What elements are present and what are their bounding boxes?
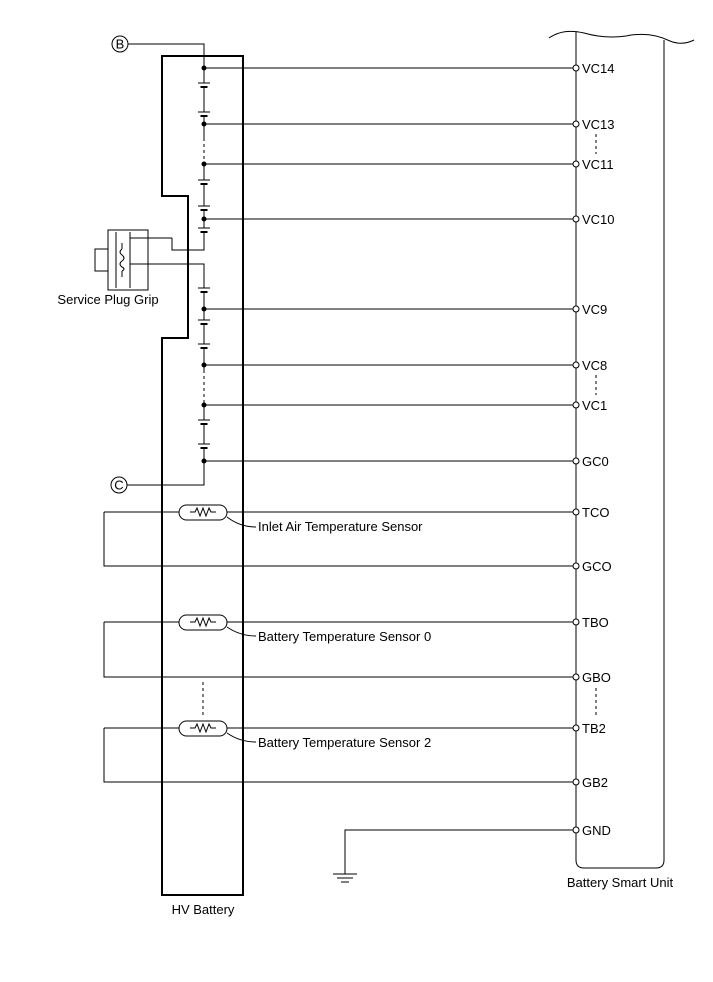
terminal-tb2: TB2 (582, 721, 606, 736)
service-plug-grip (94, 229, 172, 291)
terminal-vc1: VC1 (582, 398, 607, 413)
ground-symbol (333, 829, 573, 883)
hv-battery-label: HV Battery (172, 902, 235, 917)
terminal-vc13: VC13 (582, 117, 615, 132)
battery-temp-sensor-2-label: Battery Temperature Sensor 2 (258, 735, 431, 750)
hv-battery-outline (161, 55, 244, 896)
terminal-vc14: VC14 (582, 61, 615, 76)
smart-unit-label: Battery Smart Unit (567, 875, 674, 890)
battery-temp-sensor-0-label: Battery Temperature Sensor 0 (258, 629, 431, 644)
terminal-vc8: VC8 (582, 358, 607, 373)
tap-wires (204, 67, 573, 462)
terminal-gb2: GB2 (582, 775, 608, 790)
terminal-vc11: VC11 (582, 157, 614, 172)
connector-b-label: B (116, 37, 125, 52)
terminal-vc9: VC9 (582, 302, 607, 317)
smart-unit-outline (575, 32, 665, 869)
battery-temp-sensor-0 (103, 614, 573, 678)
terminal-tco: TCO (582, 505, 609, 520)
inlet-air-temp-sensor (103, 504, 573, 567)
terminal-tbo: TBO (582, 615, 609, 630)
junction-dots (201, 65, 207, 464)
terminal-gco: GCO (582, 559, 612, 574)
wire-b (128, 43, 205, 68)
cell-string (171, 68, 210, 461)
battery-temp-sensor-2 (103, 720, 573, 783)
wire-c (127, 461, 205, 486)
smart-unit-torn-edge (548, 30, 695, 44)
connector-c-label: C (114, 478, 123, 493)
terminal-vc10: VC10 (582, 212, 615, 227)
terminal-gnd: GND (582, 823, 611, 838)
terminal-gc0: GC0 (582, 454, 609, 469)
service-plug-label: Service Plug Grip (57, 292, 158, 307)
terminal-gbo: GBO (582, 670, 611, 685)
inlet-air-temp-sensor-label: Inlet Air Temperature Sensor (258, 519, 423, 534)
